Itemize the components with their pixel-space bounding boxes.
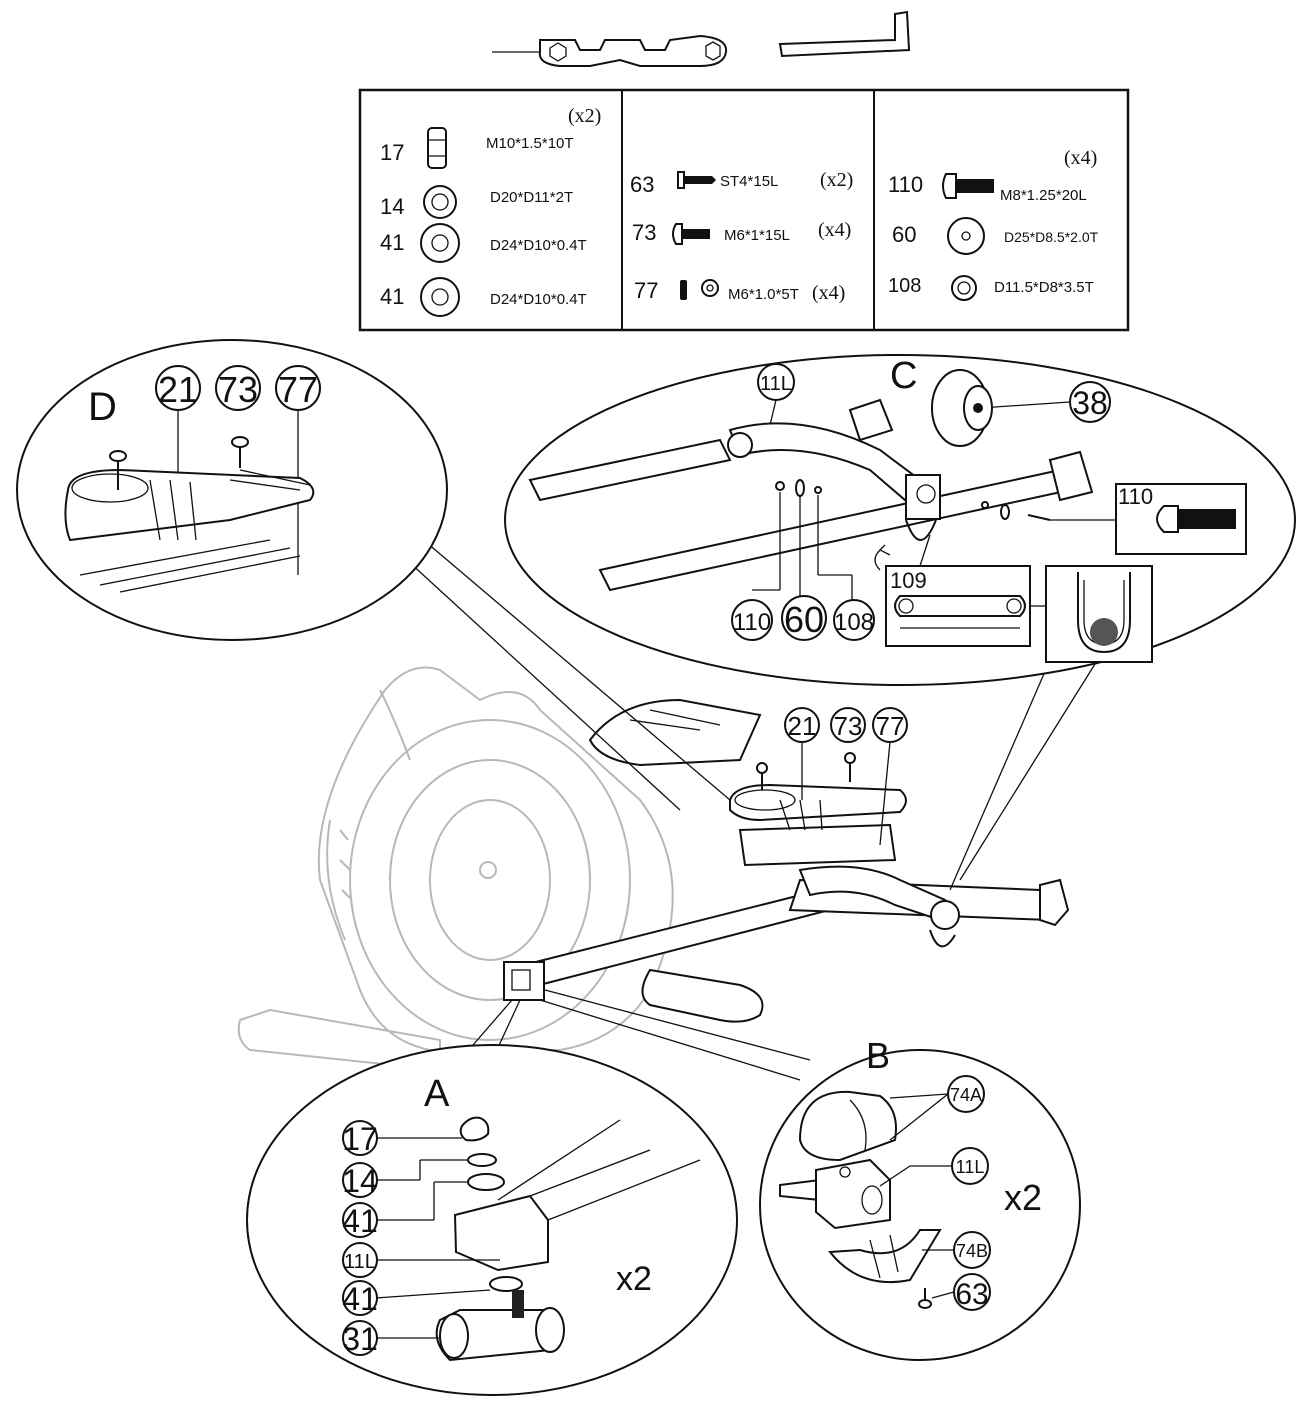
col1-row1-part: 17 — [380, 140, 404, 165]
detail-c-inset-110: 110 — [1118, 484, 1153, 509]
detail-a-qty: x2 — [616, 1260, 652, 1298]
detail-d-callout-21: 21 — [158, 369, 198, 410]
detail-a-callout-14: 14 — [342, 1163, 378, 1199]
detail-b-callout-74a: 74A — [950, 1085, 982, 1105]
detail-c-callout-60: 60 — [784, 599, 824, 640]
col2-row3-qty: (x4) — [812, 282, 845, 304]
col2-row1-spec: ST4*15L — [720, 173, 778, 190]
detail-a: A x2 17 14 41 11L 41 31 — [246, 1044, 738, 1396]
detail-d-callout-73: 73 — [218, 369, 258, 410]
main-assembly — [384, 519, 1111, 1081]
col1-row3-spec: D24*D10*0.4T — [490, 237, 587, 254]
main-callout-73: 73 — [834, 711, 863, 741]
detail-b-callout-74b: 74B — [956, 1241, 988, 1261]
detail-b-callout-63: 63 — [955, 1278, 988, 1311]
detail-a-callout-11l: 11L — [344, 1251, 376, 1273]
detail-c-callout-108: 108 — [834, 609, 874, 636]
col2-row3-spec: M6*1.0*5T — [728, 286, 799, 303]
col1-row3-part: 41 — [380, 230, 404, 255]
lock-washer-icon — [680, 279, 719, 300]
main-callout-21: 21 — [788, 711, 817, 741]
detail-d-callout-77: 77 — [278, 369, 318, 410]
detail-d: D 21 73 77 — [16, 339, 448, 641]
col3-row2-spec: D25*D8.5*2.0T — [1004, 229, 1099, 245]
col1-row2-part: 14 — [380, 194, 404, 219]
screw-icon — [677, 171, 716, 189]
detail-c-callout-110: 110 — [733, 609, 771, 636]
detail-a-callout-31: 31 — [342, 1321, 378, 1357]
detail-b-letter: B — [866, 1035, 890, 1076]
detail-c: C 11L 38 110 — [504, 354, 1296, 686]
col1-qty: (x2) — [568, 105, 601, 127]
col3-row1-part: 110 — [888, 172, 923, 197]
col1-row4-spec: D24*D10*0.4T — [490, 291, 587, 308]
col2-row3-part: 77 — [634, 278, 658, 303]
washer-icon — [423, 185, 457, 219]
bolt-icon — [672, 223, 710, 245]
col2-row1-qty: (x2) — [820, 169, 853, 191]
col3-row2-part: 60 — [892, 222, 916, 247]
col3-row3-part: 108 — [888, 275, 921, 297]
washer-icon — [947, 217, 985, 255]
washer-icon — [420, 223, 460, 263]
detail-b-callout-11l: 11L — [956, 1157, 985, 1177]
allen-key-icon — [778, 10, 911, 58]
detail-c-callout-109: 109 — [890, 568, 927, 593]
col3-row1-spec: M8*1.25*20L — [1000, 187, 1087, 204]
col3-qty: (x4) — [1064, 147, 1097, 169]
col3-row3-spec: D11.5*D8*3.5T — [994, 279, 1094, 296]
col1-row1-spec: M10*1.5*10T — [486, 135, 574, 152]
col2-row2-qty: (x4) — [818, 219, 851, 241]
detail-c-letter: C — [890, 355, 917, 397]
detail-b: B x2 74A 11L 74B 63 — [759, 1035, 1081, 1361]
detail-b-qty: x2 — [1004, 1177, 1042, 1218]
col1-row4-part: 41 — [380, 284, 404, 309]
main-callouts: 21 73 77 — [784, 707, 908, 846]
detail-a-letter: A — [424, 1073, 450, 1115]
col2-row2-spec: M6*1*15L — [724, 227, 790, 244]
col2-row1-part: 63 — [630, 172, 654, 197]
hardware-table: (x2) 17 M10*1.5*10T 14 D20*D11*2T 41 D24… — [358, 88, 1130, 332]
detail-c-callout-11l: 11L — [760, 373, 792, 395]
main-callout-77: 77 — [876, 711, 905, 741]
col2-row2-part: 73 — [632, 220, 656, 245]
nut-icon — [427, 127, 447, 169]
detail-a-callout-41b: 41 — [342, 1281, 378, 1317]
detail-d-letter: D — [88, 385, 117, 429]
wrench-icon — [492, 34, 728, 67]
spacer-icon — [951, 275, 977, 301]
col1-row2-spec: D20*D11*2T — [490, 189, 573, 206]
detail-a-callout-41: 41 — [342, 1203, 378, 1239]
detail-c-callout-38: 38 — [1072, 385, 1108, 421]
detail-a-callout-17: 17 — [342, 1121, 378, 1157]
washer-icon — [420, 277, 460, 317]
bolt-icon — [942, 173, 994, 199]
